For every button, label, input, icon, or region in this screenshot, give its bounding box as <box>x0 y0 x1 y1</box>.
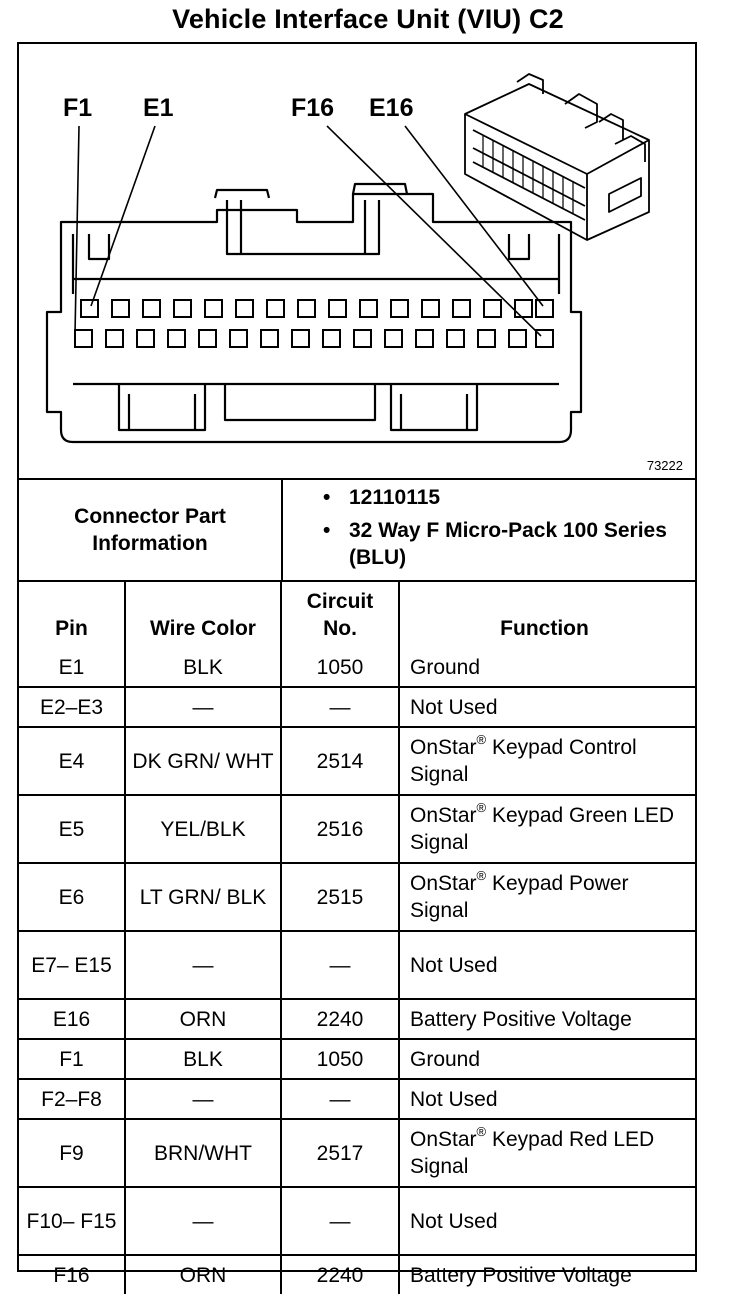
header-wire-color: Wire Color <box>124 582 282 648</box>
circuit-cell: — <box>280 1078 400 1120</box>
label-e16: E16 <box>369 94 414 122</box>
wire-color-cell: LT GRN/ BLK <box>124 862 282 932</box>
table-row: E7– E15——Not Used <box>19 930 695 1000</box>
label-e1: E1 <box>143 94 174 122</box>
table-row: E2–E3——Not Used <box>19 686 695 728</box>
function-cell: OnStar® Keypad Red LED Signal <box>398 1118 695 1188</box>
function-cell: Not Used <box>398 686 695 728</box>
wire-color-cell: BLK <box>124 1038 282 1080</box>
pin-cell: E4 <box>19 726 126 796</box>
connector-info-heading: Connector Part Information <box>19 480 283 580</box>
pin-cell: E16 <box>19 998 126 1040</box>
pin-cell: F10– F15 <box>19 1186 126 1256</box>
part-number: 12110115 <box>349 486 441 509</box>
function-cell: Not Used <box>398 930 695 1000</box>
circuit-cell: 2517 <box>280 1118 400 1188</box>
connector-part-information: Connector Part Information • 12110115 • … <box>19 480 695 582</box>
wire-color-cell: ORN <box>124 1254 282 1294</box>
function-cell: Not Used <box>398 1078 695 1120</box>
function-cell: Ground <box>398 648 695 688</box>
wire-color-cell: — <box>124 1186 282 1256</box>
pin-cell: F1 <box>19 1038 126 1080</box>
bullet-icon: • <box>323 486 331 509</box>
label-f16: F16 <box>291 94 335 122</box>
circuit-cell: — <box>280 1186 400 1256</box>
label-f1: F1 <box>63 94 93 122</box>
wire-color-cell: — <box>124 1078 282 1120</box>
function-cell: Not Used <box>398 1186 695 1256</box>
pin-cell: E6 <box>19 862 126 932</box>
table-header-row: Pin Wire Color Circuit No. Function <box>19 582 695 648</box>
pin-cell: F2–F8 <box>19 1078 126 1120</box>
circuit-cell: 1050 <box>280 648 400 688</box>
header-circuit-no: Circuit No. <box>280 582 400 648</box>
pin-cell: E2–E3 <box>19 686 126 728</box>
circuit-cell: 2514 <box>280 726 400 796</box>
pin-cell: E1 <box>19 648 126 688</box>
pin-cell: F9 <box>19 1118 126 1188</box>
connector-info-item: • 12110115 <box>283 484 693 511</box>
circuit-cell: 1050 <box>280 1038 400 1080</box>
wire-color-cell: — <box>124 686 282 728</box>
wire-color-cell: YEL/BLK <box>124 794 282 864</box>
function-cell: OnStar® Keypad Power Signal <box>398 862 695 932</box>
pin-cell: F16 <box>19 1254 126 1294</box>
circuit-cell: 2240 <box>280 998 400 1040</box>
connector-diagram: F1 E1 F16 E16 73222 <box>19 44 695 480</box>
wire-color-cell: BLK <box>124 648 282 688</box>
pin-cell: E7– E15 <box>19 930 126 1000</box>
wire-color-cell: — <box>124 930 282 1000</box>
circuit-cell: — <box>280 686 400 728</box>
function-cell: OnStar® Keypad Control Signal <box>398 726 695 796</box>
circuit-cell: 2516 <box>280 794 400 864</box>
circuit-cell: — <box>280 930 400 1000</box>
bullet-icon: • <box>323 519 331 542</box>
table-row: F10– F15——Not Used <box>19 1186 695 1256</box>
connector-info-item: • 32 Way F Micro-Pack 100 Series (BLU) <box>283 517 693 571</box>
connector-info-list: • 12110115 • 32 Way F Micro-Pack 100 Ser… <box>283 484 693 571</box>
page-title: Vehicle Interface Unit (VIU) C2 <box>172 4 564 34</box>
wire-color-cell: DK GRN/ WHT <box>124 726 282 796</box>
circuit-cell: 2515 <box>280 862 400 932</box>
connector-sheet: F1 E1 F16 E16 73222 Connector Part Infor… <box>17 42 697 1294</box>
table-row: F2–F8——Not Used <box>19 1078 695 1120</box>
function-cell: Battery Positive Voltage <box>398 1254 695 1294</box>
function-cell: OnStar® Keypad Green LED Signal <box>398 794 695 864</box>
figure-number: 73222 <box>646 458 683 473</box>
wire-color-cell: ORN <box>124 998 282 1040</box>
function-cell: Ground <box>398 1038 695 1080</box>
circuit-cell: 2240 <box>280 1254 400 1294</box>
pin-cell: E5 <box>19 794 126 864</box>
wire-color-cell: BRN/WHT <box>124 1118 282 1188</box>
function-cell: Battery Positive Voltage <box>398 998 695 1040</box>
connector-description: 32 Way F Micro-Pack 100 Series (BLU) <box>349 519 667 569</box>
header-function: Function <box>398 582 695 648</box>
connector-drawing <box>45 73 650 444</box>
header-pin: Pin <box>19 582 126 648</box>
